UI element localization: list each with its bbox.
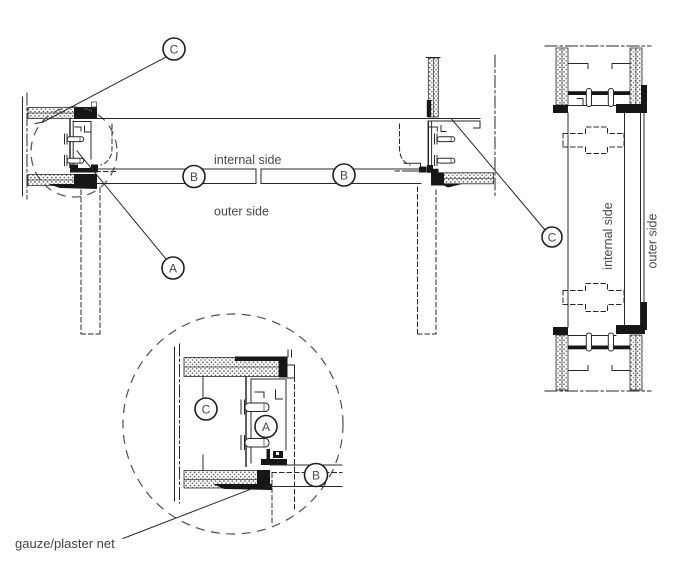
detail-callout-label-b: B bbox=[312, 469, 320, 483]
detail-blowup-circle bbox=[122, 313, 344, 535]
detail-callout-label-a: A bbox=[262, 420, 270, 434]
detail-callout-circle-a bbox=[254, 414, 278, 439]
vertical-section bbox=[544, 45, 652, 392]
detail-callout-circle-b bbox=[303, 462, 329, 488]
plan-outer-side-label: outer side bbox=[214, 205, 269, 219]
detail-callout-label-c: C bbox=[202, 403, 211, 417]
callout-label-c-right: C bbox=[548, 231, 557, 245]
section-internal-side-label: internal side bbox=[601, 202, 615, 269]
text-annotations: internal side outer side internal side o… bbox=[15, 153, 660, 551]
hidden-transom-profile bbox=[562, 126, 625, 154]
gauze-plaster-net-note: gauze/plaster net bbox=[15, 536, 115, 551]
callout-circle-c-right bbox=[541, 226, 563, 248]
callout-circle-a bbox=[161, 256, 185, 280]
leader-line-c-right bbox=[451, 118, 546, 231]
plan-left-jamb-section bbox=[22, 92, 119, 335]
callout-label-a: A bbox=[169, 262, 177, 276]
enlarged-detail bbox=[122, 313, 344, 540]
detail-callout-circle-c bbox=[194, 397, 218, 421]
plan-internal-side-label: internal side bbox=[214, 153, 281, 167]
callout-label-c: C bbox=[170, 43, 179, 57]
plan-leaf-panel bbox=[96, 118, 481, 184]
detail-reference-circle bbox=[30, 106, 118, 198]
callout-circle-c bbox=[162, 37, 186, 61]
callouts: C A B B C C A B bbox=[34, 37, 563, 488]
hidden-transom-profile bbox=[562, 283, 625, 312]
section-outer-side-label: outer side bbox=[646, 214, 660, 269]
callout-label-b-left: B bbox=[190, 170, 198, 184]
callout-label-b-right: B bbox=[340, 169, 348, 183]
leader-line-a bbox=[76, 150, 167, 260]
plan-right-jamb-section bbox=[394, 54, 496, 335]
callout-circle-b-right bbox=[332, 163, 356, 187]
hidden-wall-outline bbox=[80, 187, 101, 335]
gauze-leader-line bbox=[122, 488, 251, 540]
callout-circle-b-left bbox=[182, 164, 206, 189]
leader-line-c bbox=[34, 56, 167, 125]
